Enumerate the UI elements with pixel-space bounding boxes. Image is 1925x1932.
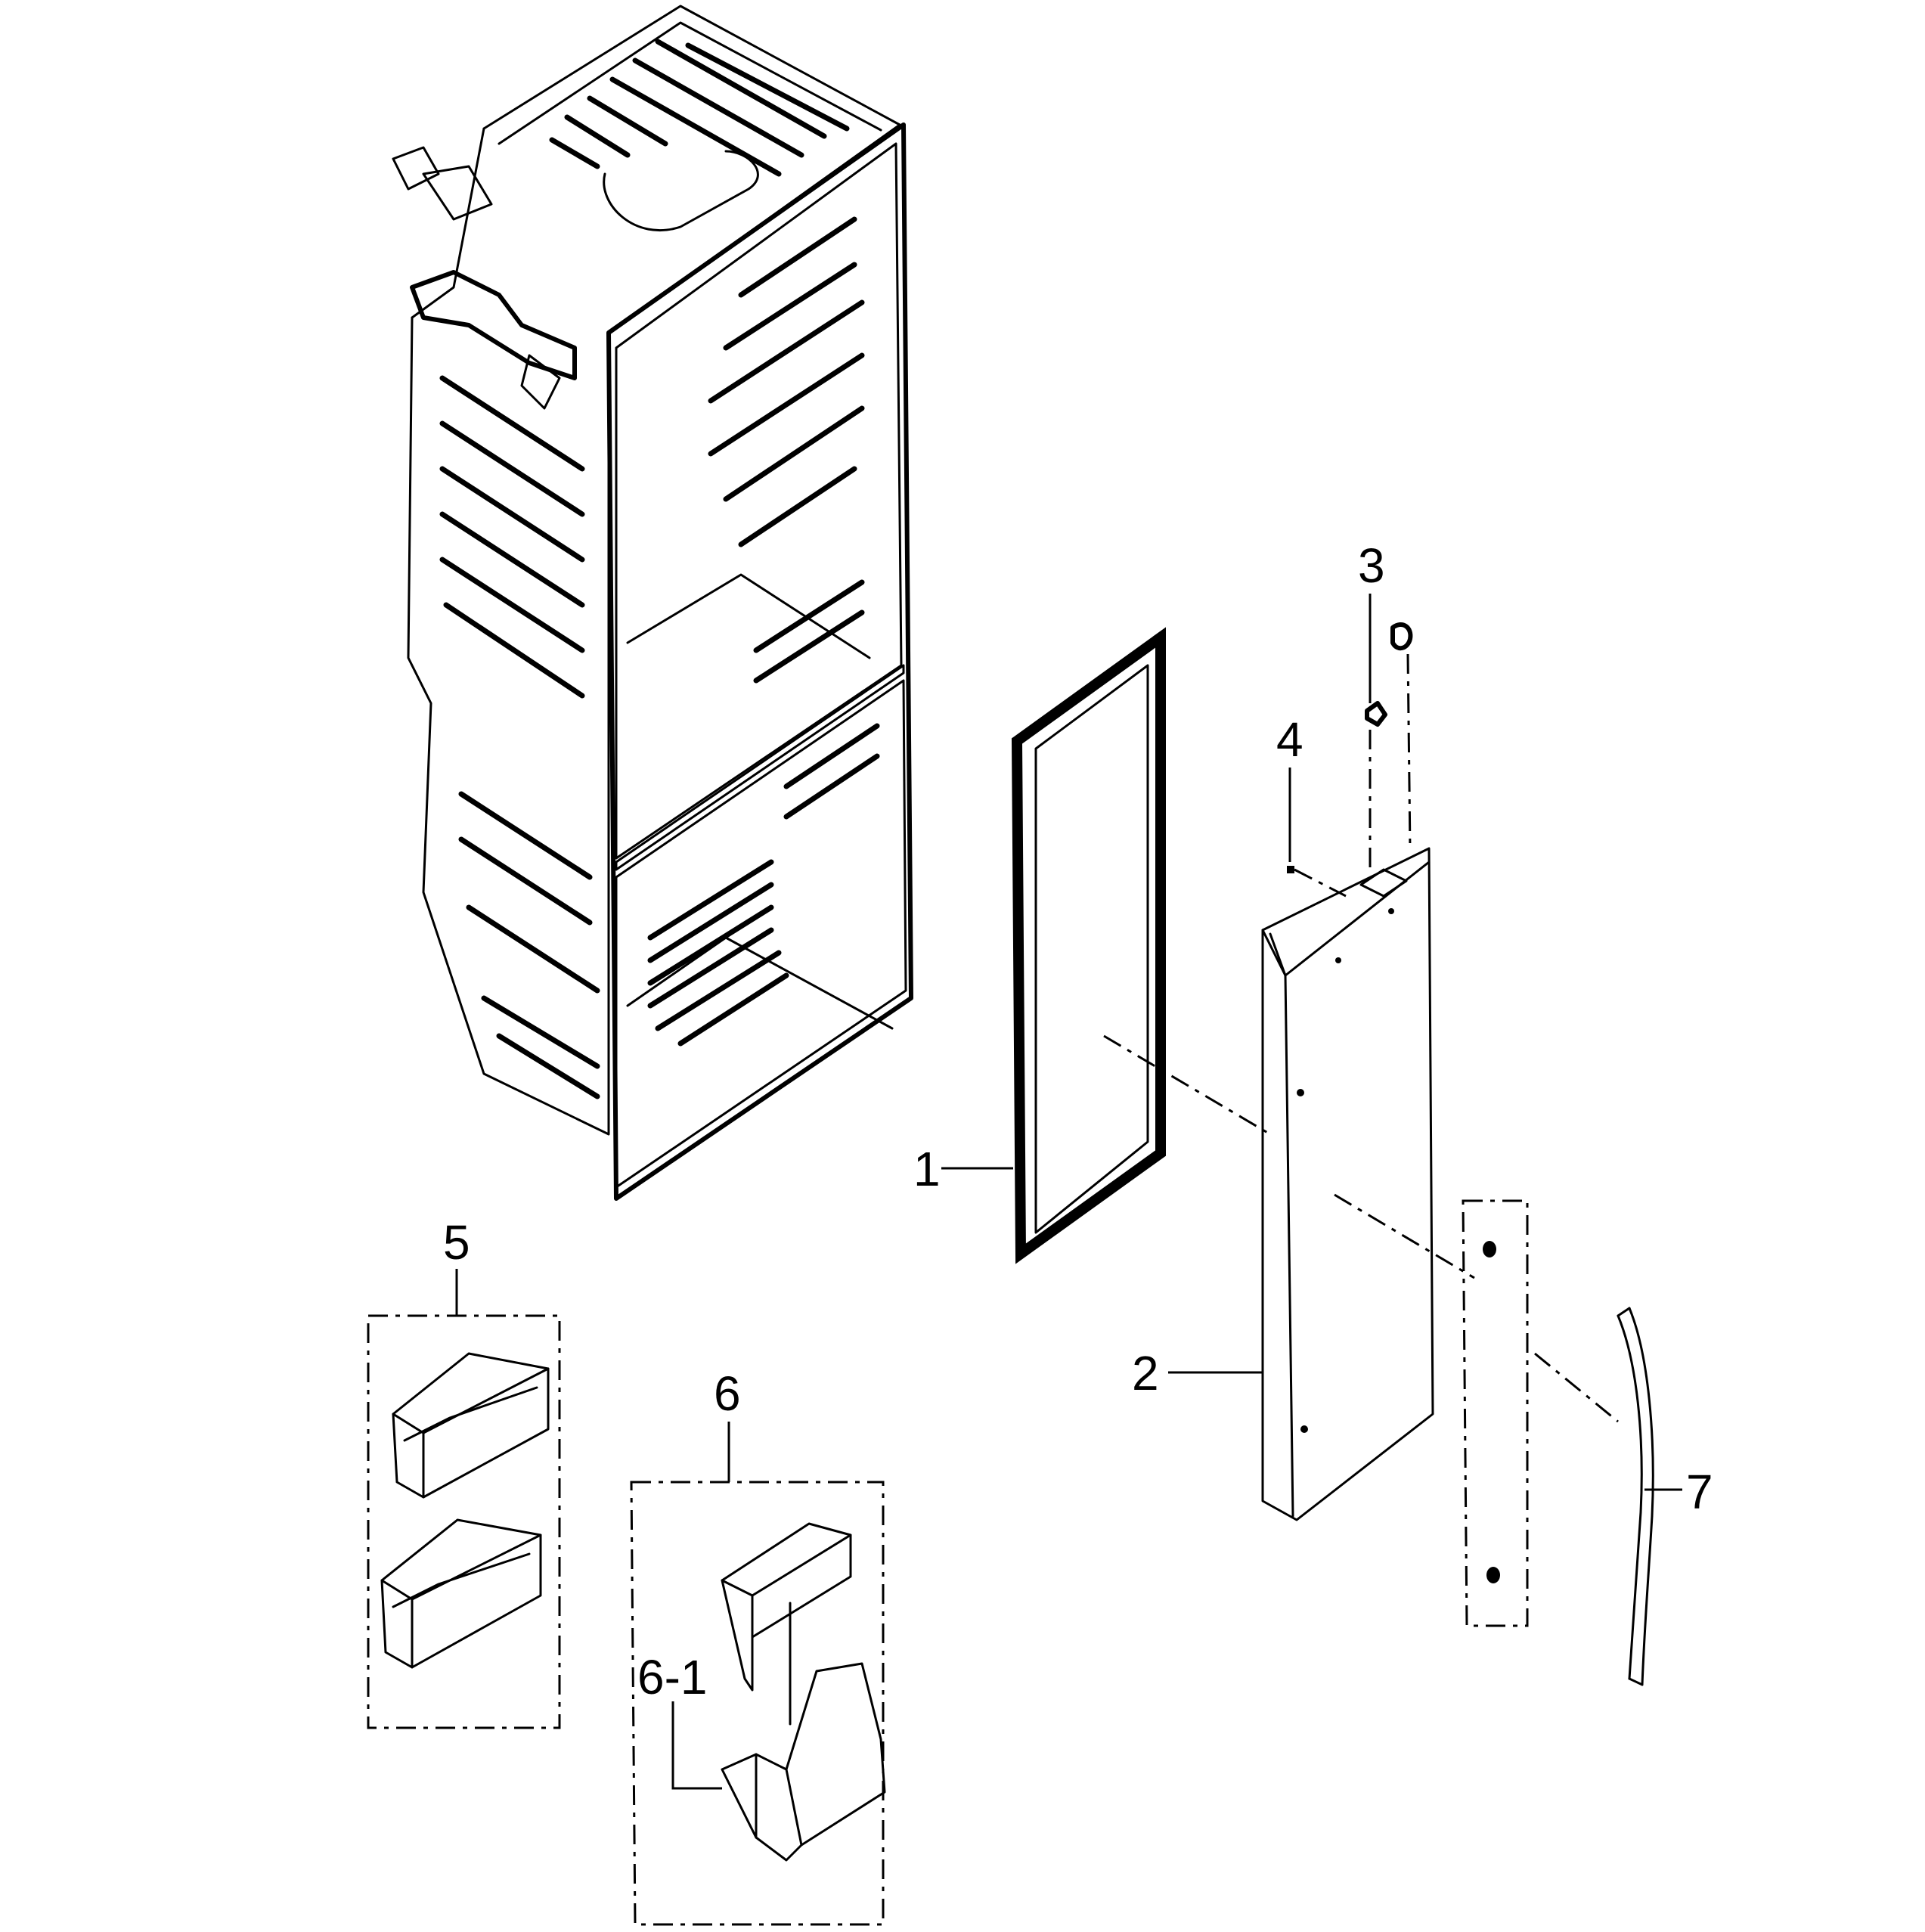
callout-4: 4 <box>1276 712 1303 767</box>
hinge-pin-parts <box>1287 622 1413 898</box>
dairy-bin-group <box>630 1481 886 1926</box>
callout-labels: 1 2 3 4 5 6 6-1 7 <box>443 538 1713 1704</box>
door-handle <box>1617 1307 1654 1686</box>
assembly-centerlines <box>1103 1034 1619 1423</box>
callout-6: 6 <box>714 1366 741 1421</box>
callout-1: 1 <box>913 1142 941 1196</box>
callout-5: 5 <box>443 1215 470 1270</box>
door-bins-group <box>367 1314 561 1729</box>
handle-mount-group <box>1462 1199 1529 1627</box>
refrigerator-cabinet <box>392 5 913 1201</box>
callout-leaders <box>455 594 1682 1790</box>
callout-7: 7 <box>1686 1465 1713 1519</box>
door-panel <box>1261 847 1434 1521</box>
callout-6-1: 6-1 <box>637 1650 708 1704</box>
callout-3: 3 <box>1358 538 1385 593</box>
callout-2: 2 <box>1132 1346 1159 1400</box>
door-gasket <box>1011 627 1166 1264</box>
